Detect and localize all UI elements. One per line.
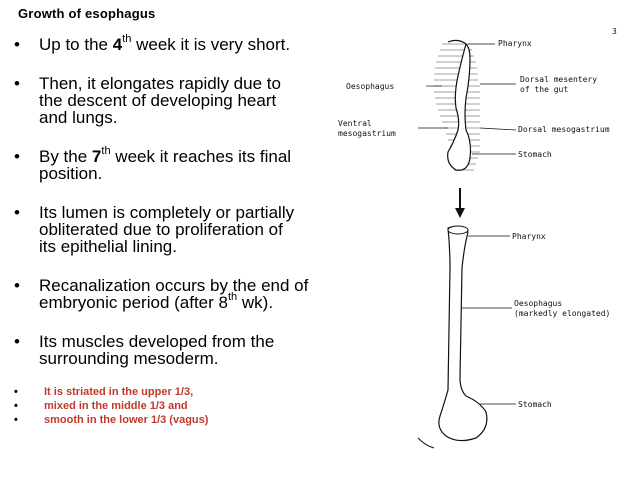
bullet-line: the descent of developing heart <box>39 91 277 110</box>
label-stomach-top: Stomach <box>518 150 552 159</box>
label-pharynx-bottom: Pharynx <box>512 232 546 241</box>
label-ventral-2: mesogastrium <box>338 129 396 138</box>
bullet-item: Its lumen is completely or partially obl… <box>14 204 359 255</box>
bullet-item: Its muscles developed from the surroundi… <box>14 333 359 367</box>
bullet-line: surrounding mesoderm. <box>39 349 219 368</box>
bullet-week-number: 4 <box>112 35 123 54</box>
elongated-esophagus-shape <box>438 226 488 442</box>
bullet-week-number: 7 <box>91 147 102 166</box>
label-markedly-elongated: (markedly elongated) <box>514 309 610 318</box>
slide-title: Growth of esophagus <box>18 6 156 21</box>
bullet-line: obliterated due to proliferation of <box>39 220 283 239</box>
label-dorsal-mesentery-2: of the gut <box>520 85 568 94</box>
bullet-text: Up to the <box>39 35 113 54</box>
bullet-line: Recanalization occurs by the end of <box>39 276 309 295</box>
bullet-text: By the <box>39 147 92 166</box>
bullet-line: its epithelial lining. <box>39 237 177 256</box>
bullet-text: embryonic period (after 8 <box>39 293 228 312</box>
bullet-item: By the 7th week it reaches its final pos… <box>14 145 359 183</box>
bullet-item: Then, it elongates rapidly due to the de… <box>14 75 359 126</box>
short-esophagus-shape <box>447 39 472 171</box>
sub-bullet-item: mixed in the middle 1/3 and <box>14 399 208 413</box>
sub-bullet-item: smooth in the lower 1/3 (vagus) <box>14 413 208 427</box>
bullet-superscript: th <box>227 291 238 304</box>
label-pointers <box>418 43 517 405</box>
label-stomach-bottom: Stomach <box>518 400 552 409</box>
bullet-item: Recanalization occurs by the end of embr… <box>14 277 359 311</box>
label-ventral-1: Ventral <box>338 119 372 128</box>
arrow-head-icon <box>455 208 465 218</box>
bullet-line: position. <box>39 164 103 183</box>
page-number: 3 <box>612 27 617 36</box>
bullet-line: Its muscles developed from the <box>39 332 275 351</box>
label-oesophagus-left: Oesophagus <box>346 82 394 91</box>
label-dorsal-mesogastrium: Dorsal mesogastrium <box>518 125 610 134</box>
bullet-list: Up to the 4th week it is very short. The… <box>14 33 359 389</box>
bullet-item: Up to the 4th week it is very short. <box>14 33 359 54</box>
label-oesophagus-bottom: Oesophagus <box>514 299 562 308</box>
esophagus-diagram: 3 Pharynx Oesophagus Dorsal mesentery <box>338 27 617 449</box>
label-dorsal-mesentery-1: Dorsal mesentery <box>520 75 597 84</box>
bullet-line: Its lumen is completely or partially <box>39 203 295 222</box>
bullet-line: Then, it elongates rapidly due to <box>39 74 281 93</box>
bullet-text: wk). <box>237 293 274 312</box>
bullet-text: week it reaches its final <box>110 147 292 166</box>
bullet-line: and lungs. <box>39 108 118 127</box>
duodenum-line <box>417 437 435 449</box>
sub-bullet-list: It is striated in the upper 1/3, mixed i… <box>14 385 208 427</box>
sub-bullet-item: It is striated in the upper 1/3, <box>14 385 208 399</box>
label-pharynx-top: Pharynx <box>498 39 532 48</box>
bullet-superscript: th <box>101 145 111 158</box>
bullet-superscript: th <box>122 33 132 46</box>
pharynx-opening <box>447 225 469 235</box>
bullet-text: week it is very short. <box>131 35 291 54</box>
